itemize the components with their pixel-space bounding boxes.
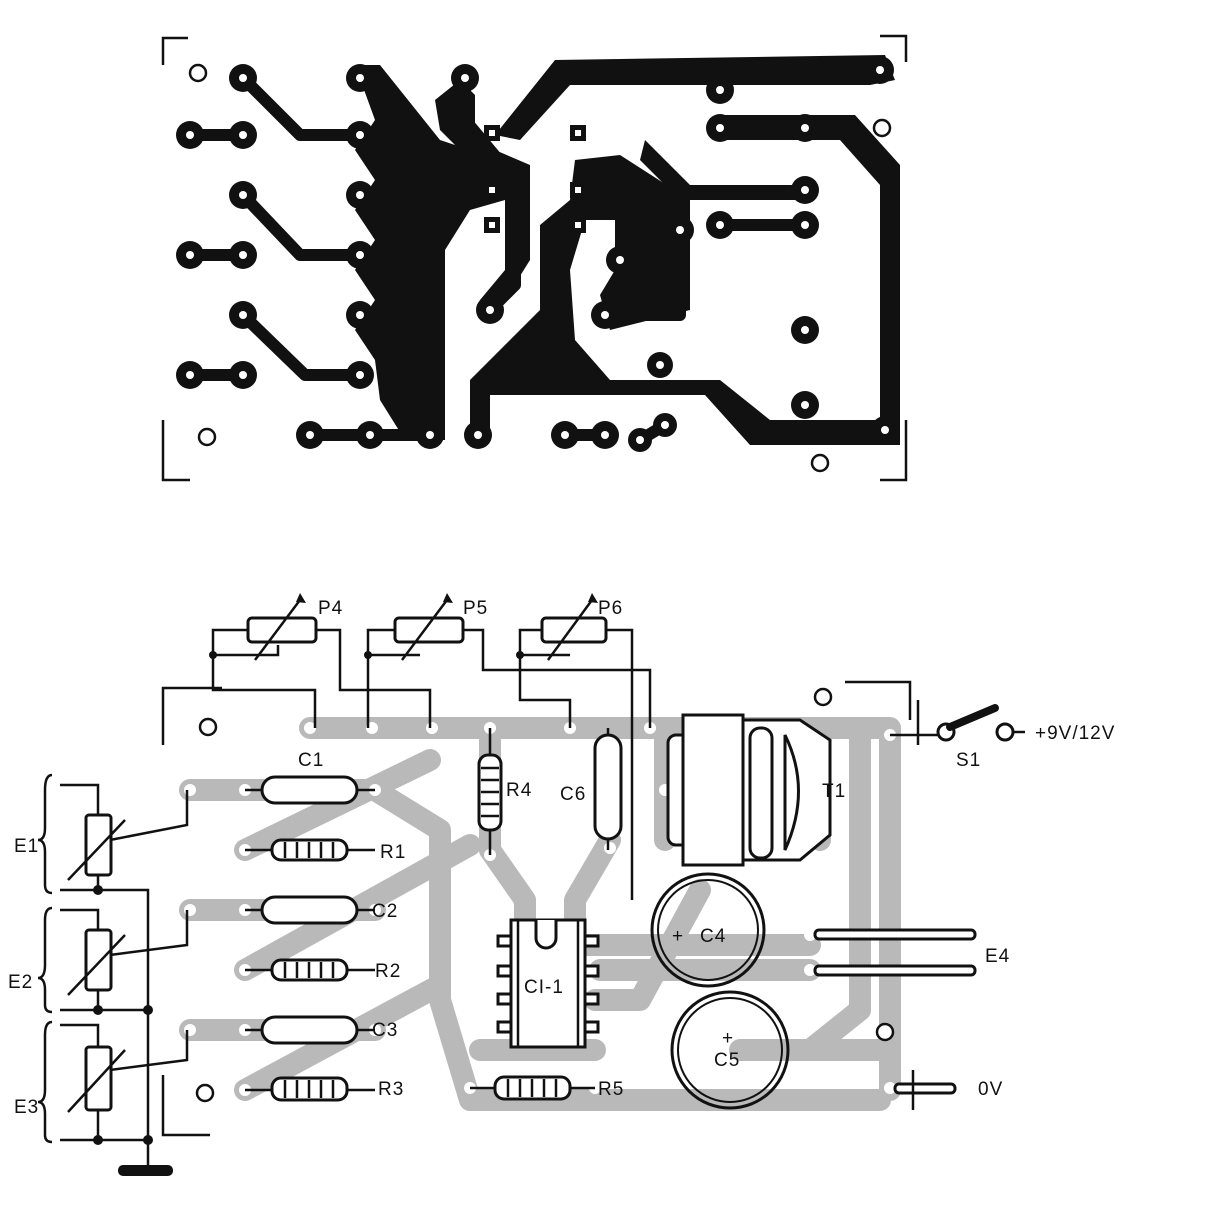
brace-icon bbox=[37, 773, 53, 895]
label-p4: P4 bbox=[318, 598, 343, 619]
label-e3: E3 bbox=[14, 1097, 39, 1118]
capacitor-c5: + C5 bbox=[670, 990, 790, 1110]
label-c5: C5 bbox=[714, 1050, 740, 1071]
adjust-arrow-icon bbox=[67, 934, 126, 996]
label-s1: S1 bbox=[956, 750, 981, 771]
input-wiring bbox=[60, 783, 189, 1168]
trimmer-p6: P6 bbox=[516, 593, 623, 661]
resistor-r1: R1 bbox=[245, 838, 406, 863]
switch-lever-icon[interactable] bbox=[946, 704, 999, 731]
output-plane bbox=[470, 115, 900, 445]
junction-dots bbox=[93, 885, 153, 1145]
plus-sign-c5: + bbox=[722, 1028, 734, 1049]
trimmer-body bbox=[393, 616, 465, 644]
ground-plane-left bbox=[355, 65, 505, 440]
trimmer-p4: P4 bbox=[209, 593, 343, 661]
label-c6: C6 bbox=[560, 784, 586, 805]
input-pot-e2[interactable]: E2 bbox=[8, 906, 126, 1014]
plus-sign-c4: + bbox=[672, 926, 684, 947]
resistor-r5: R5 bbox=[470, 1075, 624, 1101]
adjust-arrow-icon bbox=[546, 599, 594, 661]
output-pin[interactable] bbox=[813, 928, 977, 941]
supply-terminal-icon bbox=[995, 722, 1015, 742]
ground-terminal-0v[interactable]: 0V bbox=[893, 1070, 1003, 1110]
label-supply: +9V/12V bbox=[1035, 723, 1115, 744]
trimmer-p5: P5 bbox=[364, 593, 488, 661]
capacitor-c1: C1 bbox=[245, 750, 375, 805]
label-e4: E4 bbox=[985, 946, 1010, 967]
copper-side-pcb bbox=[161, 34, 908, 482]
label-c3: C3 bbox=[372, 1020, 398, 1041]
top-rail bbox=[495, 55, 895, 140]
resistor-r2: R2 bbox=[245, 958, 401, 982]
output-e4[interactable]: E4 bbox=[813, 928, 1010, 977]
label-0v: 0V bbox=[978, 1079, 1003, 1100]
ground-pin[interactable] bbox=[893, 1082, 957, 1095]
corner-brackets bbox=[161, 680, 912, 1137]
label-r4: R4 bbox=[506, 780, 532, 801]
capacitor-c6: C6 bbox=[560, 728, 623, 850]
power-switch-s1[interactable]: S1 +9V/12V bbox=[890, 700, 1115, 771]
label-r3: R3 bbox=[378, 1079, 404, 1100]
label-c4: C4 bbox=[700, 926, 726, 947]
supply-plane bbox=[435, 80, 530, 300]
adjust-arrow-icon bbox=[254, 599, 301, 661]
pin1-notch-icon bbox=[534, 920, 558, 950]
input-pot-e1[interactable]: E1 bbox=[14, 773, 126, 895]
label-ci-1: CI-1 bbox=[524, 977, 564, 998]
trimmer-body bbox=[540, 616, 608, 644]
label-r2: R2 bbox=[375, 961, 401, 982]
right-rail bbox=[640, 140, 800, 200]
capacitor-c2: C2 bbox=[245, 895, 398, 925]
brace-icon bbox=[37, 906, 53, 1014]
resistor-r4: R4 bbox=[477, 728, 532, 855]
label-c1: C1 bbox=[298, 750, 324, 771]
pads bbox=[176, 56, 899, 452]
label-p6: P6 bbox=[598, 598, 623, 619]
label-e2: E2 bbox=[8, 972, 33, 993]
label-p5: P5 bbox=[463, 598, 488, 619]
adjust-arrow-icon bbox=[401, 599, 448, 661]
label-e1: E1 bbox=[14, 836, 39, 857]
trimmer-wiring bbox=[211, 628, 652, 900]
capacitor-c3: C3 bbox=[245, 1015, 398, 1045]
capacitor-c4: + C4 bbox=[650, 872, 766, 988]
mounting-holes bbox=[195, 687, 895, 1103]
input-pot-e3[interactable]: E3 bbox=[14, 1020, 126, 1144]
adjust-arrow-icon bbox=[67, 1049, 126, 1113]
resistor-r3: R3 bbox=[245, 1076, 404, 1102]
mounting-holes bbox=[188, 63, 892, 473]
ground-symbol-icon bbox=[118, 1165, 173, 1176]
output-pin[interactable] bbox=[813, 964, 977, 977]
brace-icon bbox=[37, 1020, 53, 1144]
label-t1: T1 bbox=[822, 781, 846, 802]
label-r1: R1 bbox=[380, 842, 406, 863]
ic-ci-1: CI-1 bbox=[496, 918, 600, 1049]
adjust-arrow-icon bbox=[67, 819, 126, 881]
label-c2: C2 bbox=[372, 901, 398, 922]
label-r5: R5 bbox=[598, 1079, 624, 1100]
trimmer-body bbox=[246, 616, 318, 644]
transformer-t1: T1 bbox=[666, 713, 846, 867]
component-side-pcb: P4 P5 P6 C1 R1 C2 R bbox=[8, 593, 1115, 1176]
corner-brackets bbox=[161, 34, 908, 482]
